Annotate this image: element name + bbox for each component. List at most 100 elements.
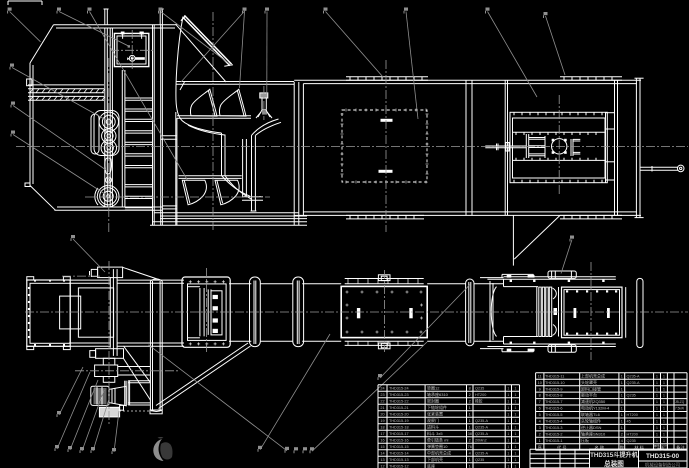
svg-text:1: 1 (656, 374, 658, 378)
svg-text:1: 1 (515, 464, 517, 468)
svg-text:1: 1 (507, 406, 509, 410)
svg-text:THD315-00: THD315-00 (646, 453, 679, 460)
svg-text:THD315斗提升机: THD315斗提升机 (590, 451, 639, 459)
svg-text:1: 1 (656, 420, 658, 424)
svg-text:THD315-6: THD315-6 (545, 407, 563, 411)
svg-text:1: 1 (469, 425, 471, 429)
svg-text:1: 1 (515, 386, 517, 390)
svg-text:38: 38 (468, 432, 472, 436)
svg-text:1: 1 (663, 426, 665, 430)
svg-text:1: 1 (663, 387, 665, 391)
svg-text:20: 20 (380, 412, 384, 416)
svg-text:8: 8 (469, 386, 471, 390)
svg-text:1: 1 (507, 393, 509, 397)
svg-text:1: 1 (656, 400, 658, 404)
svg-text:THD315-21: THD315-21 (389, 406, 409, 410)
svg-text:1: 1 (656, 387, 658, 391)
svg-text:24: 24 (380, 386, 384, 390)
svg-text:45: 45 (627, 420, 631, 424)
svg-text:逆止器DSN: 逆止器DSN (581, 424, 602, 430)
svg-text:头轮轴组件: 头轮轴组件 (581, 418, 601, 424)
svg-text:序: 序 (538, 444, 542, 451)
svg-text:1: 1 (621, 420, 623, 424)
svg-text:1: 1 (656, 439, 658, 443)
svg-text:15: 15 (380, 445, 384, 449)
svg-text:1: 1 (507, 438, 509, 442)
svg-text:THD315-20: THD315-20 (389, 412, 409, 416)
svg-text:Q235-A: Q235-A (627, 381, 641, 385)
svg-text:数: 数 (620, 444, 625, 451)
svg-text:3: 3 (539, 426, 541, 430)
svg-text:单件: 单件 (654, 443, 660, 448)
svg-text:总装图: 总装图 (604, 459, 624, 468)
svg-text:Q235: Q235 (627, 439, 636, 443)
svg-text:名 称: 名 称 (595, 444, 605, 451)
svg-text:1: 1 (621, 387, 623, 391)
svg-text:16: 16 (380, 438, 384, 442)
svg-text:76: 76 (468, 445, 472, 449)
svg-text:料斗 3x5: 料斗 3x5 (427, 430, 443, 436)
svg-text:5: 5 (539, 413, 541, 417)
svg-text:Q235-A: Q235-A (475, 425, 489, 429)
svg-text:1: 1 (515, 432, 517, 436)
svg-text:THD315-5: THD315-5 (545, 413, 563, 417)
svg-text:1: 1 (469, 458, 471, 462)
svg-text:17: 17 (380, 432, 384, 436)
svg-text:1: 1 (621, 407, 623, 411)
svg-text:压板: 压板 (581, 437, 589, 443)
svg-text:7: 7 (539, 400, 541, 404)
svg-text:1: 1 (507, 399, 509, 403)
svg-text:Q235: Q235 (627, 394, 636, 398)
svg-text:1: 1 (515, 399, 517, 403)
svg-text:垫圈12: 垫圈12 (427, 384, 440, 390)
svg-text:1: 1 (507, 425, 509, 429)
svg-text:1: 1 (507, 458, 509, 462)
svg-text:THD315-12: THD315-12 (389, 464, 409, 468)
svg-text:1: 1 (515, 406, 517, 410)
svg-text:10: 10 (538, 381, 542, 385)
svg-text:1: 1 (663, 439, 665, 443)
svg-text:THD315-3: THD315-3 (545, 426, 563, 430)
svg-text:减速机ZQ350: 减速机ZQ350 (581, 398, 606, 404)
svg-text:1: 1 (507, 386, 509, 390)
svg-text:THD315-18: THD315-18 (389, 425, 409, 429)
svg-text:13: 13 (380, 458, 384, 462)
svg-text:THD315-23: THD315-23 (389, 393, 409, 397)
svg-text:THD315-24: THD315-24 (389, 386, 409, 390)
svg-text:1: 1 (656, 426, 658, 430)
svg-text:1: 1 (507, 412, 509, 416)
svg-text:1: 1 (656, 432, 658, 436)
svg-text:Q235-A: Q235-A (475, 432, 489, 436)
svg-text:1: 1 (656, 413, 658, 417)
svg-text:1: 1 (507, 464, 509, 468)
svg-text:卸料口接管: 卸料口接管 (581, 385, 601, 391)
svg-text:橡胶: 橡胶 (475, 398, 483, 403)
svg-text:THD315-19: THD315-19 (389, 419, 409, 423)
svg-text:材 料: 材 料 (634, 444, 644, 451)
svg-text:THD315-1: THD315-1 (545, 439, 563, 443)
svg-text:进料斗: 进料斗 (427, 423, 439, 429)
svg-text:轴承座SN310: 轴承座SN310 (581, 430, 606, 436)
svg-text:THD315-7: THD315-7 (545, 400, 563, 404)
svg-text:THD315-16: THD315-16 (389, 438, 409, 442)
svg-text:1: 1 (469, 406, 471, 410)
svg-text:HT200: HT200 (627, 413, 638, 417)
svg-text:20Mn2: 20Mn2 (475, 438, 487, 442)
svg-text:2: 2 (469, 393, 471, 397)
svg-text:1: 1 (656, 394, 658, 398)
svg-text:12: 12 (380, 464, 384, 468)
svg-text:Q235-A: Q235-A (475, 451, 489, 455)
svg-text:1: 1 (663, 400, 665, 404)
svg-text:2: 2 (539, 432, 541, 436)
svg-text:19: 19 (380, 419, 384, 423)
svg-text:电动机Y132M-4: 电动机Y132M-4 (581, 405, 610, 411)
svg-text:1: 1 (515, 438, 517, 442)
svg-text:底座: 底座 (427, 462, 435, 468)
svg-text:1: 1 (621, 413, 623, 417)
svg-text:密封圈: 密封圈 (427, 397, 439, 403)
svg-text:1: 1 (507, 419, 509, 423)
svg-text:Q235-A: Q235-A (627, 374, 641, 378)
svg-text:2: 2 (621, 432, 623, 436)
svg-text:头轮罩壳: 头轮罩壳 (581, 379, 597, 385)
svg-text:1: 1 (515, 458, 517, 462)
